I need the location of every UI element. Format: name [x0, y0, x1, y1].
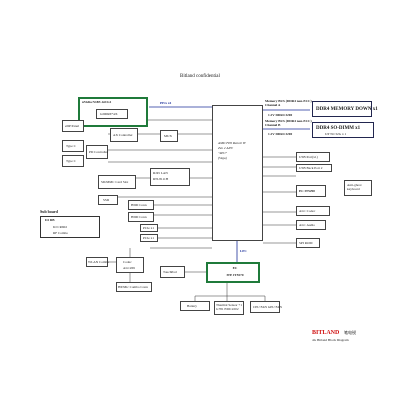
fan-box: CPU FAN GPU FAN — [250, 301, 282, 313]
thermal-box: Thermal Sensor +1 G781 EMC2202 — [214, 301, 244, 315]
mem-channel-a: Channel A — [265, 103, 281, 107]
page-title: Bitland confidential — [180, 74, 220, 79]
cpu-sub: (Vega) — [218, 156, 227, 160]
sodimm-box: DDR4 SO-DIMM x1 UP TO 32G x 1 — [312, 122, 374, 138]
audio-amp-label: ALC Audio — [299, 223, 315, 227]
mem-bus-b: Memory BUS (DDR4 non-ECC) — [265, 119, 312, 123]
gpu-memory-label: GDDR6*4/6 — [100, 112, 118, 116]
battery-label: Battery — [187, 304, 197, 308]
sub-board-heading: Sub board — [40, 209, 58, 214]
type-c-1-label: Type C — [66, 144, 76, 148]
usb-a-box: USB Port(x1) — [296, 152, 330, 162]
ec-title: EC — [232, 266, 238, 270]
ddr4-down-label: DDR4 MEMORY DOWN x1 — [316, 107, 378, 112]
brand-block: BITLAND 笔电锐 4G Bitland Block Diagram — [312, 330, 378, 350]
lan-box: RJ45 LAN RTL8111H — [150, 168, 190, 186]
thermal-label: Thermal Sensor +1 G781 EMC2202 — [216, 303, 243, 311]
wlan-label: WLAN Combo — [88, 260, 110, 264]
brand-cn: 笔电锐 — [344, 330, 356, 335]
touchpad-label: TouchPad — [163, 270, 177, 274]
lan-label: RJ45 LAN — [153, 171, 168, 175]
ec-box: EC ITE IT5570 — [206, 262, 260, 283]
peg-label: PEG x4 — [160, 101, 172, 105]
ssd-label: SSD — [103, 198, 110, 202]
sub-board-title: IO DB — [45, 218, 55, 222]
pd-box: PD Controller — [86, 145, 108, 159]
keyboard-box: Anti-ghost keyboard — [344, 180, 372, 196]
kbc-label: EC IT5290 — [299, 189, 315, 193]
battery-box: Battery — [180, 301, 210, 311]
keyboard-label: Anti-ghost keyboard — [347, 183, 362, 191]
kbc-box: EC IT5290 — [296, 185, 326, 197]
usb-b-box: USB Back Port 2 — [296, 164, 332, 172]
pcie1-box: PCIe x1 — [140, 224, 158, 232]
sub-board-item-2: RF Combo — [53, 231, 68, 235]
codec-sub: ALC269 — [123, 266, 135, 270]
pcie2-label: PCIe x1 — [143, 236, 155, 240]
card-reader-label: SD/MMC Card Slot — [101, 180, 129, 184]
ax-ctrl-box: AX Controller — [110, 128, 138, 142]
rtl-label: RTL8111H — [153, 177, 169, 181]
mem-bus-a: Memory BUS (DDR4 non-ECC) — [265, 99, 312, 103]
sodimm-label: DDR4 SO-DIMM x1 — [316, 126, 361, 131]
pcie2-box: PCIe x1 — [140, 234, 158, 242]
edp-label: eDP Panel — [65, 124, 80, 128]
codec-box: Codec ALC269 — [116, 257, 144, 273]
fan-label: CPU FAN GPU FAN — [253, 305, 282, 309]
cpu-title: AMD FP6 Renoir H — [218, 141, 246, 145]
spk-box: HP/Mic Combo Conn — [116, 282, 152, 292]
mux-label: MUX — [164, 134, 172, 138]
audio-codec-box: ALC Codec — [296, 206, 330, 216]
cpu-line-2: "4PU" — [218, 151, 228, 155]
cpu-block: AMD FP6 Renoir H Zen 2 APU "4PU" (Vega) — [212, 105, 263, 241]
audio-codec-label: ALC Codec — [299, 209, 316, 213]
usb-b-label: USB Back Port 2 — [299, 166, 323, 170]
type-c-1-box: Type C — [62, 140, 84, 152]
cpu-line-1: Zen 2 APU — [218, 146, 234, 150]
sub-board-item-1: IO CR602 — [53, 225, 68, 229]
tpm-label: SPI ROM — [299, 241, 313, 245]
hdd2-box: HDD Conn — [128, 212, 154, 222]
hdd2-label: HDD Conn — [131, 215, 147, 219]
gpu-title: nVidia N18E-G0/G1 — [82, 100, 112, 104]
usb-a-label: USB Port(x1) — [299, 155, 318, 159]
hdd-label: HDD Conn — [131, 203, 147, 207]
ssd-box: SSD — [98, 195, 118, 205]
type-c-2-box: Type C — [62, 155, 84, 167]
ddr4-down-box: DDR4 MEMORY DOWN x1 — [312, 101, 378, 117]
brand-caption: 4G Bitland Block Diagram — [312, 338, 349, 342]
mux-box: MUX — [160, 130, 178, 142]
mem-speed-a: 1.2V DDR4 3200 — [268, 113, 293, 117]
hdd-box: HDD Conn — [128, 200, 154, 210]
mem-channel-b: Channel B — [265, 123, 281, 127]
codec-label: Codec — [123, 260, 132, 264]
mem-speed-b: 1.2V DDR4 3200 — [268, 132, 293, 136]
gpu-frame: nVidia N18E-G0/G1 GDDR6*4/6 — [78, 97, 148, 127]
sodimm-sub: UP TO 32G x 1 — [325, 132, 347, 136]
card-reader-box: SD/MMC Card Slot — [98, 175, 136, 189]
ec-chip: ITE IT5570 — [226, 273, 244, 277]
pd-label: PD Controller — [89, 150, 109, 154]
touchpad-box: TouchPad — [160, 266, 185, 278]
brand-logo: BITLAND — [312, 330, 340, 336]
gpu-memory-box: GDDR6*4/6 — [96, 109, 128, 119]
lpc-label: LPC — [240, 249, 247, 253]
pcie1-label: PCIe x1 — [143, 226, 155, 230]
edp-box: eDP Panel — [62, 120, 84, 132]
type-c-2-label: Type C — [66, 159, 76, 163]
wlan-box: WLAN Combo — [86, 257, 110, 267]
tpm-box: SPI ROM — [296, 238, 320, 248]
audio-amp-box: ALC Audio — [296, 220, 326, 230]
ax-ctrl-label: AX Controller — [113, 133, 133, 137]
spk-label: HP/Mic Combo Conn — [118, 285, 148, 289]
sub-board-box: IO DB IO CR602 RF Combo — [40, 216, 100, 238]
